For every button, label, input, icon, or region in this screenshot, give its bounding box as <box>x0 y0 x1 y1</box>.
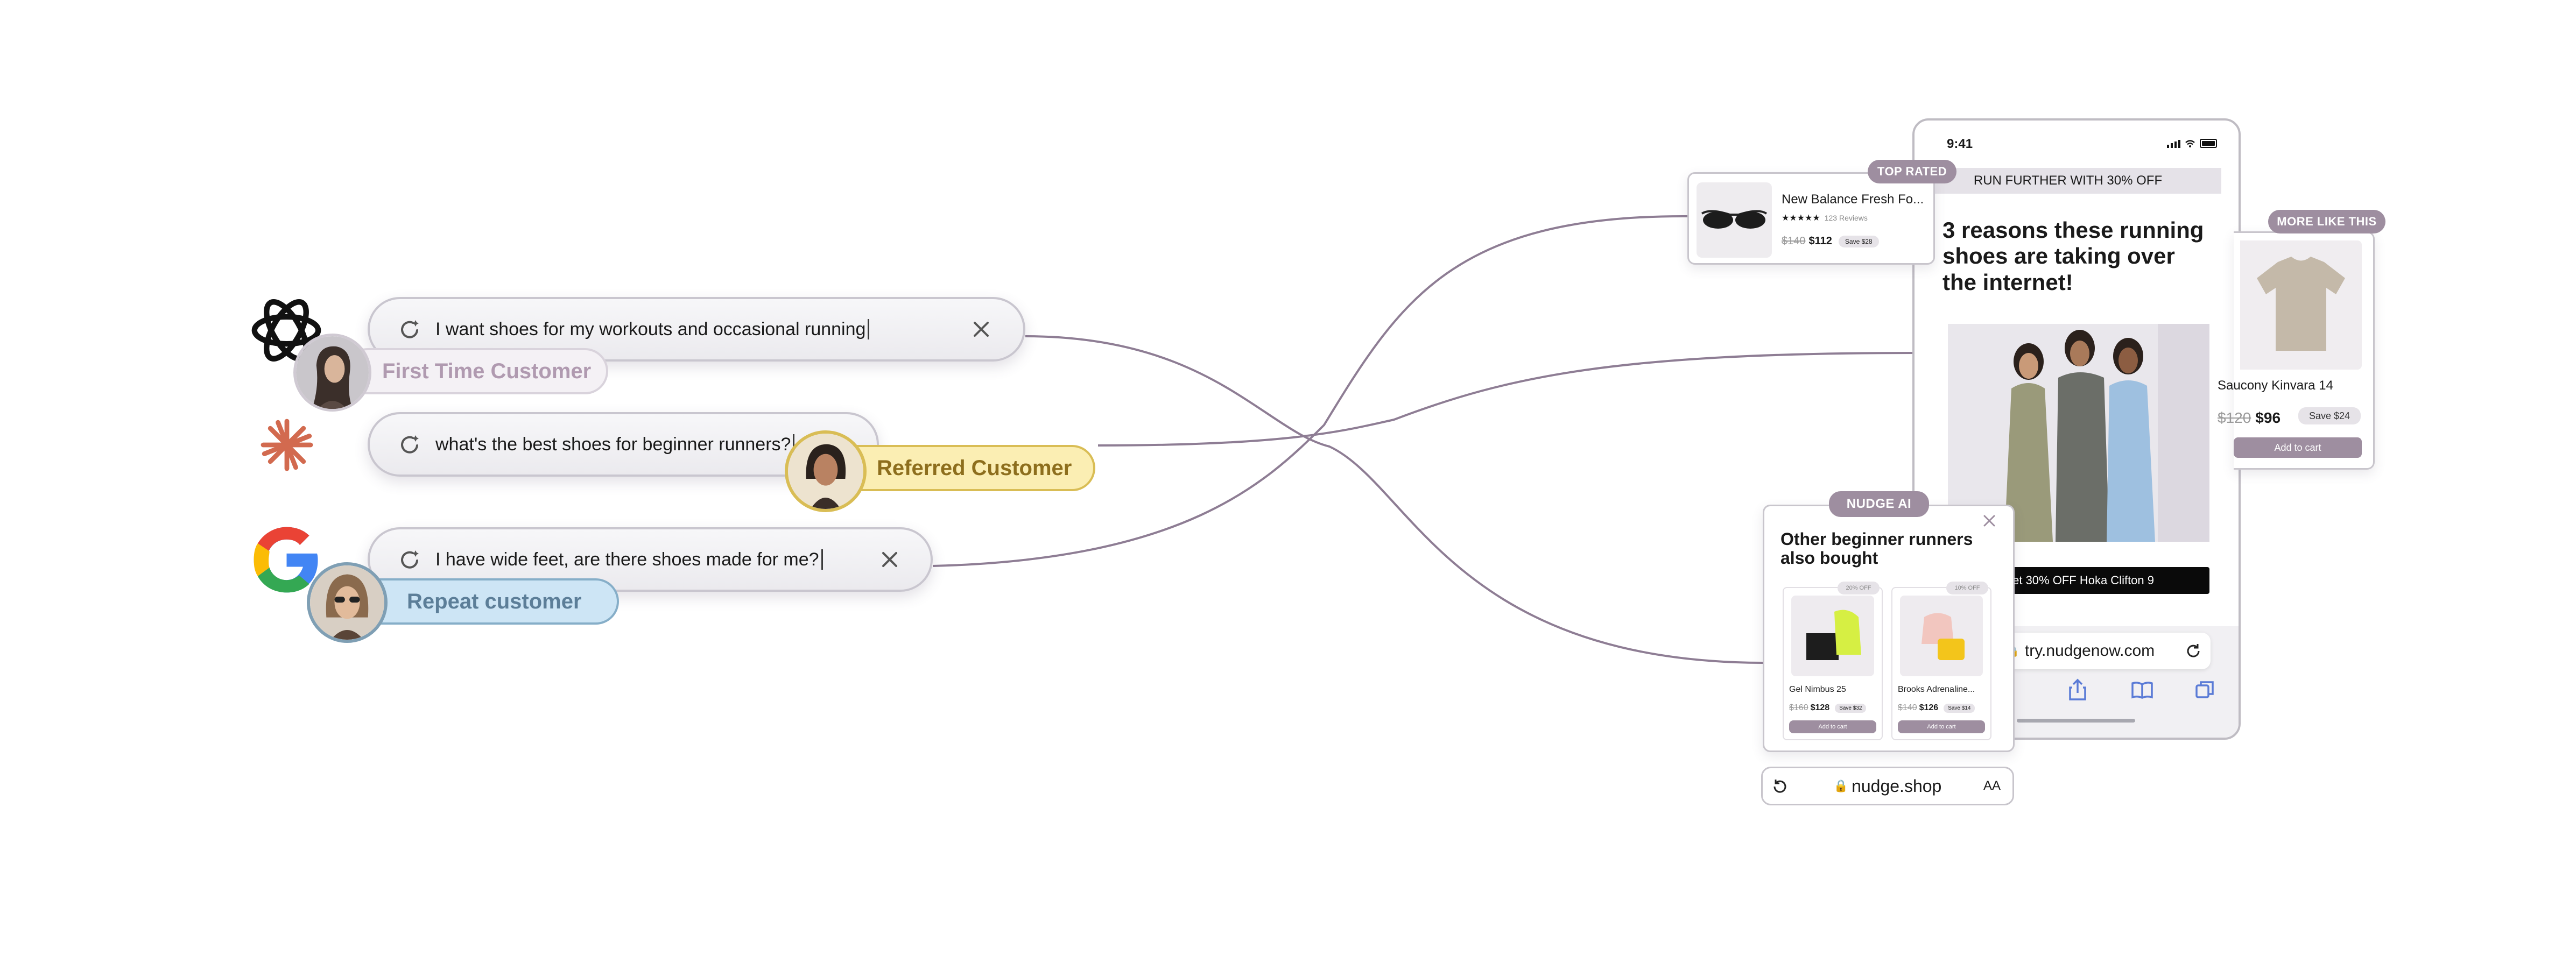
promo-banner[interactable]: RUN FURTHER WITH 30% OFF <box>1915 168 2221 194</box>
first-time-customer-tag: First Time Customer <box>344 348 608 394</box>
share-icon[interactable] <box>2068 678 2087 701</box>
apparel-image <box>1806 610 1861 660</box>
discount-chip: 10% OFF <box>1946 582 1988 594</box>
promo-banner-text: RUN FURTHER WITH 30% OFF <box>1973 173 2163 188</box>
tabs-icon[interactable] <box>2194 680 2215 700</box>
product-name: Gel Nimbus 25 <box>1789 685 1846 694</box>
connector-3 <box>932 215 1688 567</box>
lock-icon: 🔒 <box>1833 779 1849 792</box>
more-like-this-badge: MORE LIKE THIS <box>2268 210 2385 233</box>
price: $112 <box>1808 235 1832 247</box>
old-price: $140 <box>1782 235 1806 247</box>
product-image <box>1900 596 1983 676</box>
claude-icon <box>257 415 316 475</box>
customer-label-1: First Time Customer <box>382 359 592 383</box>
discount-chip: 20% OFF <box>1838 582 1880 594</box>
address-url: try.nudgenow.com <box>2024 642 2155 660</box>
home-indicator <box>2017 719 2135 723</box>
cta-label: Get 30% OFF Hoka Clifton 9 <box>2003 573 2154 587</box>
repeat-customer-tag: Repeat customer <box>344 578 619 625</box>
tshirt-image <box>2257 257 2345 351</box>
bookmarks-icon[interactable] <box>2131 681 2153 699</box>
reload-icon[interactable] <box>2185 642 2202 660</box>
hero-image <box>1948 324 2209 542</box>
product-tile-2[interactable]: 10% OFF Brooks Adrenaline... $140 $126 S… <box>1891 582 1991 740</box>
search-bar-1[interactable]: I want shoes for my workouts and occasio… <box>368 297 1025 362</box>
product-image <box>1697 182 1772 258</box>
battery-icon <box>2200 139 2217 148</box>
close-icon[interactable] <box>1982 514 1996 528</box>
price-row: $160 $128 Save $32 <box>1789 703 1867 713</box>
text-caret <box>868 319 870 339</box>
more-like-this-card[interactable]: Saucony Kinvara 14 $120 $96 Save $24 Add… <box>2218 231 2375 470</box>
query-text-3: I have wide feet, are there shoes made f… <box>435 549 819 570</box>
review-count: 123 Reviews <box>1824 214 1868 222</box>
star-rating: ★★★★★ 123 Reviews <box>1782 213 1868 223</box>
ai-search-icon <box>401 550 419 569</box>
ai-search-icon <box>401 435 419 454</box>
status-icons <box>2167 139 2217 148</box>
text-size-button[interactable]: AA <box>1983 778 2001 793</box>
old-price: $120 <box>2218 409 2251 426</box>
signal-icon <box>2167 140 2180 148</box>
avatar-first-time <box>293 334 371 412</box>
product-name: Brooks Adrenaline... <box>1898 685 1975 694</box>
price: $96 <box>2255 409 2281 426</box>
stars: ★★★★★ <box>1782 214 1820 223</box>
old-price: $160 <box>1789 703 1808 712</box>
price-row: $120 $96 <box>2218 409 2281 427</box>
ai-search-icon <box>401 320 419 338</box>
old-price: $140 <box>1898 703 1917 712</box>
save-chip: Save $32 <box>1835 703 1867 713</box>
product-name: New Balance Fresh Fo... <box>1782 192 1924 207</box>
query-text-1: I want shoes for my workouts and occasio… <box>435 318 866 339</box>
save-chip: Save $28 <box>1838 235 1879 247</box>
avatar-repeat <box>307 562 388 643</box>
product-tile-1[interactable]: 20% OFF Gel Nimbus 25 $160 $128 Save $32… <box>1783 582 1883 740</box>
wifi-icon <box>2185 140 2195 147</box>
product-image <box>1791 596 1874 676</box>
connector-2 <box>1097 352 1917 447</box>
chatgpt-icon <box>247 291 326 370</box>
top-rated-card[interactable]: New Balance Fresh Fo... ★★★★★ 123 Review… <box>1687 172 1935 265</box>
add-to-cart-button[interactable]: Add to cart <box>2234 437 2362 458</box>
apparel-image <box>1922 613 1965 660</box>
customer-label-2: Referred Customer <box>877 456 1072 480</box>
price: $128 <box>1810 703 1830 712</box>
product-image <box>2240 240 2362 370</box>
address-url: nudge.shop <box>1852 776 1942 796</box>
nudge-ai-card: Other beginner runners also bought 20% O… <box>1763 505 2015 752</box>
query-text-2: what's the best shoes for beginner runne… <box>435 434 791 455</box>
customer-label-3: Repeat customer <box>407 589 582 613</box>
product-name: Saucony Kinvara 14 <box>2218 378 2333 393</box>
avatar-referred <box>785 430 867 512</box>
save-chip: Save $24 <box>2298 407 2361 424</box>
add-to-cart-button[interactable]: Add to cart <box>1898 720 1985 733</box>
clear-icon[interactable] <box>880 550 899 569</box>
clear-icon[interactable] <box>972 320 991 339</box>
nudge-title: Other beginner runners also bought <box>1780 529 1973 568</box>
text-caret <box>821 549 823 570</box>
nudge-ai-badge: NUDGE AI <box>1829 491 1929 517</box>
status-time: 9:41 <box>1947 137 1973 151</box>
save-chip: Save $14 <box>1944 703 1975 713</box>
top-rated-badge: TOP RATED <box>1868 160 1956 183</box>
connector-1 <box>1025 335 1763 664</box>
nudge-address-bar[interactable]: 🔒 nudge.shop AA <box>1761 767 2014 805</box>
add-to-cart-button[interactable]: Add to cart <box>1789 720 1876 733</box>
google-icon <box>248 521 326 599</box>
price-row: $140 $126 Save $14 <box>1898 703 1975 713</box>
article-headline: 3 reasons these running shoes are taking… <box>1942 217 2204 295</box>
price: $126 <box>1919 703 1939 712</box>
referred-customer-tag: Referred Customer <box>824 445 1095 491</box>
reload-icon[interactable] <box>1771 778 1789 795</box>
sunglasses-image <box>1701 210 1768 229</box>
price-row: $140 $112 Save $28 <box>1782 235 1879 247</box>
